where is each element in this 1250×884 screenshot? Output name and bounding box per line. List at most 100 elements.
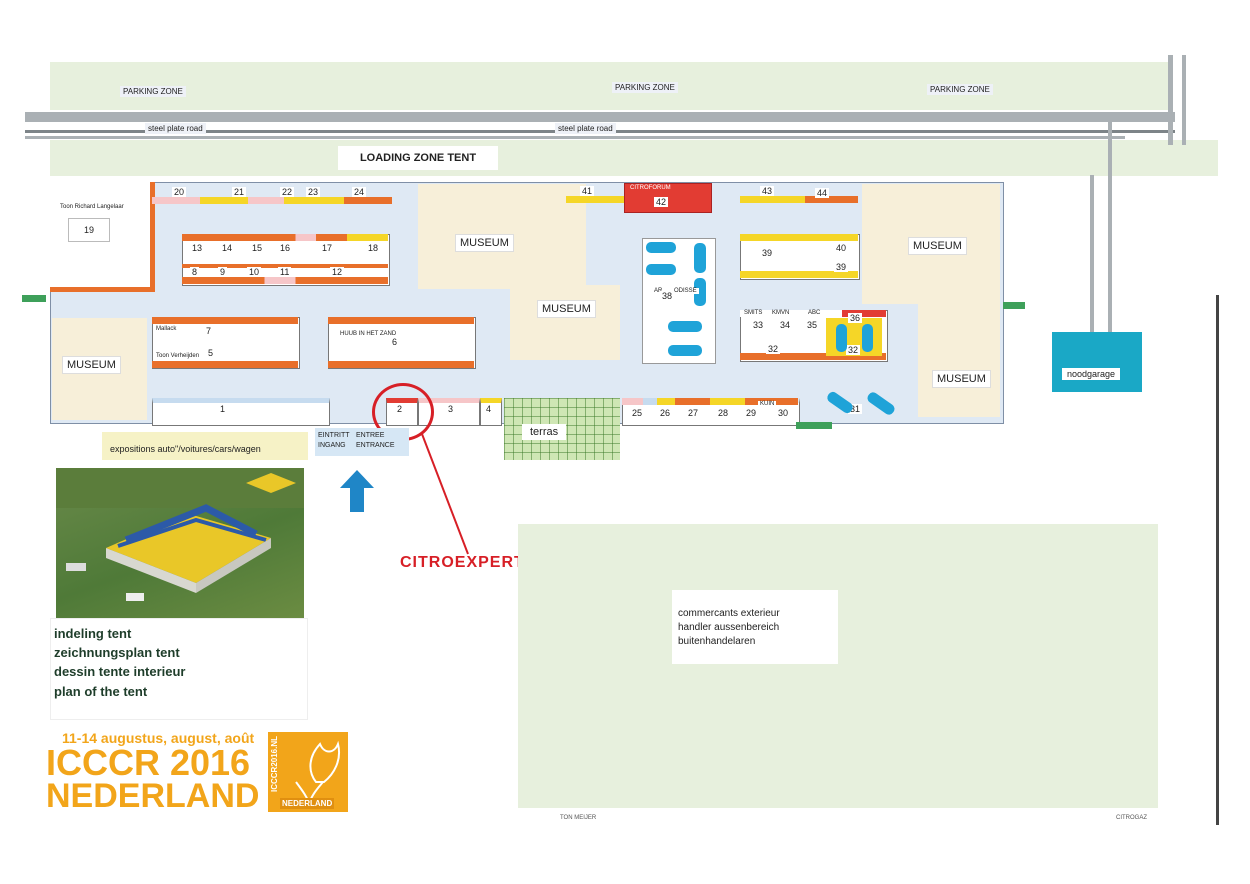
stand-19-box[interactable]: 19 [68, 218, 110, 242]
stand-number[interactable]: 17 [320, 243, 335, 253]
noodgarage-label: noodgarage [1062, 368, 1121, 380]
stand-number[interactable]: 28 [716, 408, 731, 418]
stand-block-7 [152, 317, 300, 369]
vertical-road [1168, 55, 1173, 145]
stand-number[interactable]: 20 [172, 187, 187, 197]
stand-strip [182, 277, 388, 284]
right-boundary-line [1216, 295, 1219, 825]
steel-plate-road [25, 112, 1175, 122]
right-green-marker [1003, 302, 1025, 309]
stand-number[interactable]: 22 [280, 187, 295, 197]
car-icon [694, 243, 706, 273]
stand-name: Toon Richard Langelaar [58, 204, 126, 210]
stand-number[interactable]: 5 [206, 348, 216, 358]
tent-plan-line: indeling tent [54, 626, 132, 641]
bottom-label: TON MEIJER [560, 815, 597, 821]
parking-zone [50, 62, 1170, 110]
stand-strip [182, 234, 388, 241]
stand-number[interactable]: 36 [848, 313, 863, 323]
entrance-text-de-nl: EINTRITT INGANG [318, 432, 350, 449]
car-icon [668, 345, 702, 356]
stand-strip [740, 271, 858, 278]
car-icon [862, 324, 873, 352]
stand-name: Toon Verheijden [154, 353, 202, 359]
stand-number[interactable]: 25 [630, 408, 645, 418]
car-icon [694, 278, 706, 306]
car-icon [646, 264, 676, 275]
stand-strip [152, 197, 392, 204]
stand-number[interactable]: 6 [390, 337, 400, 347]
stand-strip [622, 398, 798, 405]
stand-block-6 [328, 317, 476, 369]
car-icon [836, 324, 847, 352]
uitgang-marker [796, 422, 832, 429]
stand-strip [740, 353, 886, 360]
terras-label: terras [522, 424, 567, 440]
stand-strip [328, 317, 474, 324]
stand-number[interactable]: 1 [218, 404, 228, 414]
logo-badge-text: NEDERLAND [280, 798, 335, 809]
stand-number[interactable]: 12 [330, 267, 345, 277]
tent-illustration [56, 468, 304, 601]
stand-number[interactable]: 15 [250, 243, 265, 253]
stand-1[interactable] [152, 398, 330, 426]
stand-number[interactable]: 13 [190, 243, 205, 253]
stand-strip [152, 317, 298, 324]
stand-number[interactable]: 41 [580, 186, 595, 196]
stand-number[interactable]: 16 [278, 243, 293, 253]
museum-label: MUSEUM [932, 370, 991, 388]
stand-number[interactable]: 30 [776, 408, 791, 418]
side-road-2 [1108, 120, 1112, 335]
stand-name: KUIN [758, 401, 777, 407]
stand-number[interactable]: 29 [744, 408, 759, 418]
exterior-line: handler aussenbereich [678, 622, 780, 633]
exterior-zone [518, 524, 1158, 808]
stand-number[interactable]: 7 [204, 326, 214, 336]
stand-number[interactable]: 8 [190, 267, 200, 277]
stand-name: KMVN [770, 310, 792, 316]
stand-number[interactable]: 39 [760, 248, 775, 258]
stand-number[interactable]: 34 [778, 320, 793, 330]
parking-label: PARKING ZONE [927, 84, 993, 95]
stand-number[interactable]: 38 [660, 291, 675, 301]
stand-number[interactable]: 21 [232, 187, 247, 197]
stand-number[interactable]: 18 [366, 243, 381, 253]
stand-name: ODISSE [672, 288, 699, 294]
entrance-arrow-icon [340, 470, 374, 512]
expositions-box [102, 432, 308, 460]
stand-number[interactable]: 43 [760, 186, 775, 196]
stand-number[interactable]: 44 [815, 188, 830, 198]
stand-number[interactable]: 3 [446, 404, 456, 414]
stand-number[interactable]: 10 [247, 267, 262, 277]
stand-number[interactable]: 32 [766, 344, 781, 354]
stand-number[interactable]: 11 [278, 267, 292, 277]
stand-strip [152, 361, 298, 368]
museum-label: MUSEUM [455, 234, 514, 252]
stand-number[interactable]: 35 [805, 320, 820, 330]
museum-label: MUSEUM [908, 237, 967, 255]
stand-number[interactable]: 31 [848, 404, 863, 414]
stand-number[interactable]: 40 [834, 243, 849, 253]
stand-number[interactable]: 26 [658, 408, 673, 418]
stand-number[interactable]: 24 [352, 187, 367, 197]
stand-number[interactable]: 27 [686, 408, 701, 418]
stand-number[interactable]: 42 [654, 197, 669, 207]
stand-strip [182, 264, 388, 268]
steel-plate-road-lower [25, 136, 1125, 139]
stand-number[interactable]: 14 [220, 243, 235, 253]
stand-number[interactable]: 9 [218, 267, 228, 277]
tent-plan-line: plan of the tent [54, 684, 148, 699]
stand-number[interactable]: 4 [484, 404, 494, 414]
museum-area-right-low [918, 302, 1000, 417]
stand-number[interactable]: 23 [306, 187, 321, 197]
tent-plan-line: dessin tente interieur [54, 664, 186, 679]
vertical-road-2 [1182, 55, 1186, 145]
stand-number[interactable]: 33 [751, 320, 766, 330]
road-label: steel plate road [145, 123, 206, 134]
loading-zone-area [50, 140, 1218, 176]
stand-number[interactable]: 39 [834, 262, 849, 272]
entrance-box [315, 428, 409, 456]
stand-strip [566, 196, 624, 203]
callout-line [421, 433, 469, 555]
stand-number[interactable]: 32 [846, 345, 861, 355]
